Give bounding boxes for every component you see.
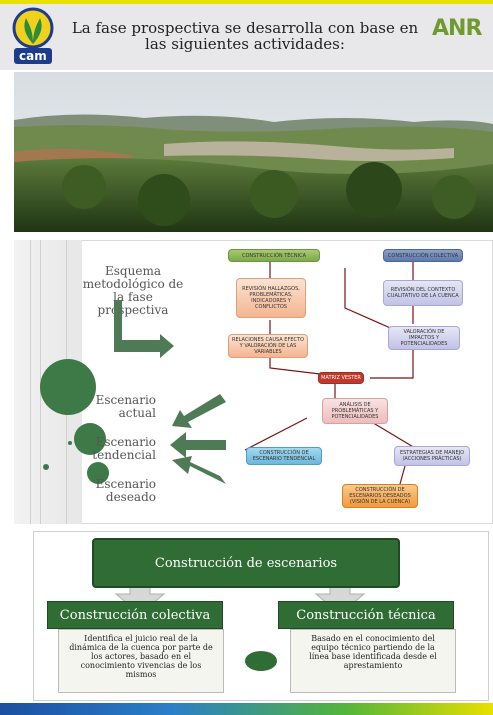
flow-revision-hallazgos: REVISIÓN HALLAZGOS, PROBLEMÁTICAS, INDIC… xyxy=(236,278,306,318)
page-title: La fase prospectiva se desarrolla con ba… xyxy=(71,19,419,53)
anr-logo: ANR xyxy=(432,16,482,41)
panel-divider-line xyxy=(30,240,31,524)
scenario-tendencial: Escenario tendencial xyxy=(92,435,156,462)
scenario-deseado: Escenario deseado xyxy=(95,477,156,504)
colectiva-body: Identifica el juicio real de la dinámica… xyxy=(58,629,224,693)
decorative-circles xyxy=(40,359,109,484)
flow-estrategias: ESTRATEGIAS DE MANEJO (ACCIONES PRÁCTICA… xyxy=(394,446,470,466)
flow-valoracion-impactos: VALORACIÓN DE IMPACTOS Y POTENCIALIDADES xyxy=(388,326,460,350)
flow-relaciones-causa: RELACIONES CAUSA EFECTO Y VALORACIÓN DE … xyxy=(228,334,308,358)
tecnica-heading: Construcción técnica xyxy=(278,601,454,629)
tecnica-body: Basado en el conocimiento del equipo téc… xyxy=(290,629,456,693)
bottom-accent-stripe xyxy=(0,703,493,715)
flow-escenarios-deseados: CONSTRUCCIÓN DE ESCENARIOS DESEADOS (VIS… xyxy=(342,484,418,508)
tecnica-title: Construcción técnica xyxy=(296,607,436,623)
flow-construccion-colectiva: CONSTRUCCIÓN COLECTIVA xyxy=(383,249,463,262)
flow-analisis: ANÁLISIS DE PROBLEMÁTICAS Y POTENCIALIDA… xyxy=(322,398,388,424)
scenario-actual: Escenario actual xyxy=(95,393,156,420)
cam-logo-icon xyxy=(12,7,54,49)
flow-matriz-vester: MATRIZ VESTER xyxy=(318,372,364,384)
main-heading: Construcción de escenarios xyxy=(154,555,338,571)
flow-escenario-tendencial: CONSTRUCCIÓN DE ESCENARIO TENDENCIAL xyxy=(246,447,322,465)
flow-construccion-tecnica: CONSTRUCCIÓN TÉCNICA xyxy=(228,249,320,262)
colectiva-heading: Construcción colectiva xyxy=(47,601,223,629)
main-heading-box: Construcción de escenarios xyxy=(92,538,400,588)
top-accent-stripe xyxy=(0,0,493,4)
connector-oval xyxy=(245,651,277,671)
cam-logo-text: cam xyxy=(14,48,52,64)
flow-revision-contexto: REVISIÓN DEL CONTEXTO CUALITATIVO DE LA … xyxy=(383,280,463,306)
landscape-photo xyxy=(14,72,493,232)
colectiva-title: Construcción colectiva xyxy=(59,607,211,623)
header-bar xyxy=(0,0,493,70)
diagram-arrows xyxy=(114,300,226,484)
